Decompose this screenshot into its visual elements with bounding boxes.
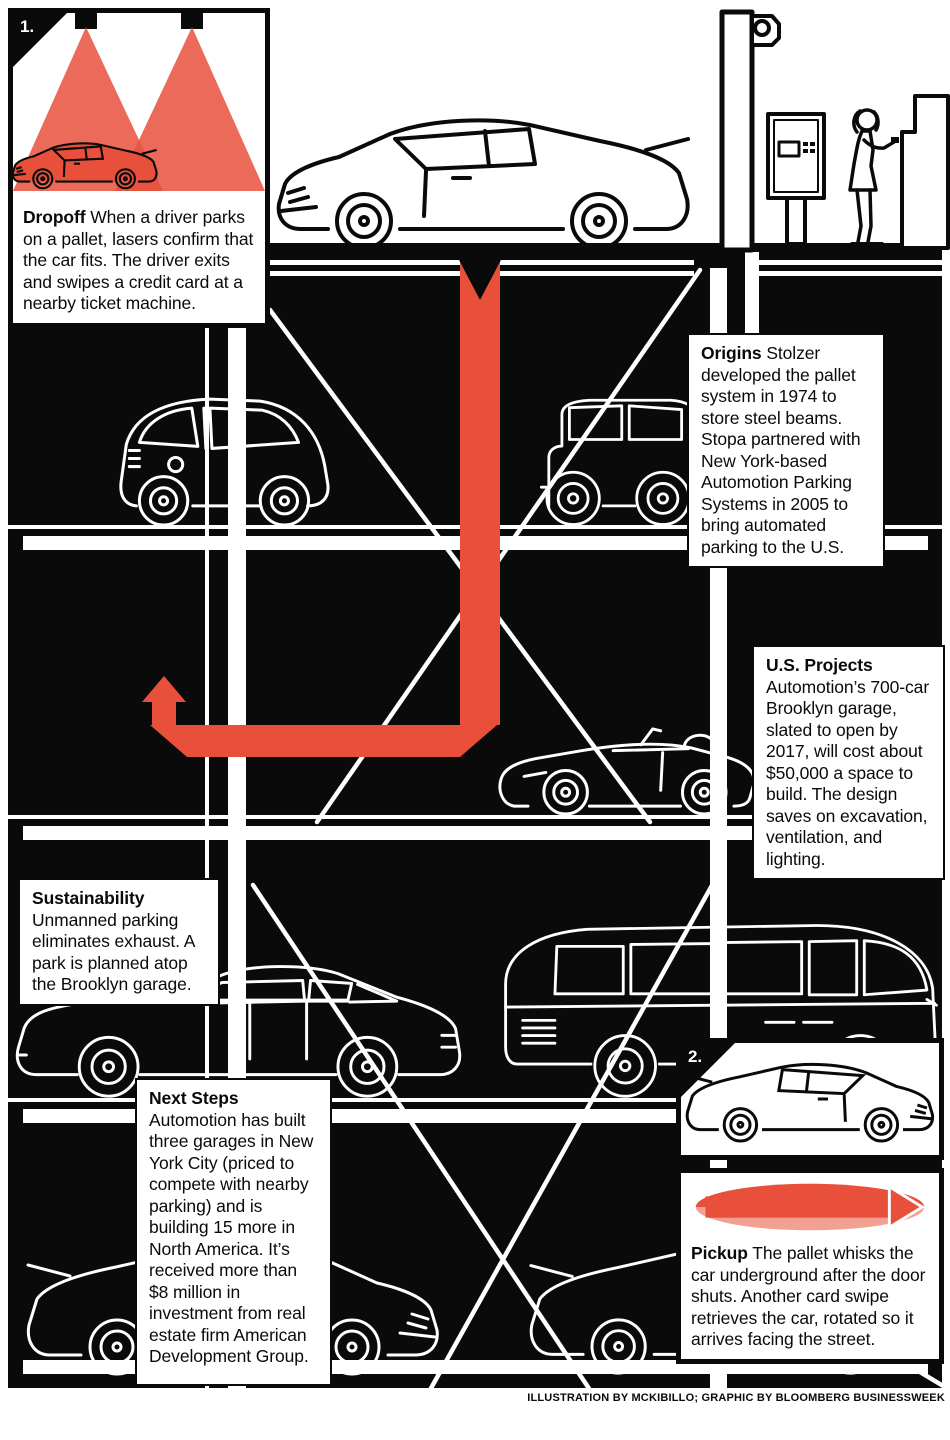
laser-scan-graphic (13, 13, 265, 191)
laser-pole (719, 9, 781, 253)
callout-body: Stolzer developed the pallet system in 1… (701, 343, 861, 557)
callout-next-steps: Next Steps Automotion has built three ga… (135, 1078, 332, 1386)
street-scene (719, 9, 950, 253)
callout-us-projects: U.S. Projects Automotion’s 700-car Brook… (752, 645, 945, 880)
driver-figure (848, 108, 899, 246)
callout-text: Dropoff When a driver parks on a pallet,… (23, 207, 257, 315)
callout-sustainability: Sustainability Unmanned parking eliminat… (18, 878, 220, 1006)
dropoff-illustration: 1. (13, 13, 265, 201)
callout-body: Automotion’s 700-car Brooklyn garage, sl… (766, 676, 930, 869)
callout-text: Origins Stolzer developed the pallet sys… (701, 343, 873, 558)
callout-origins: Origins Stolzer developed the pallet sys… (687, 333, 885, 568)
step-label: 2. (688, 1047, 702, 1066)
callout-text: Pickup The pallet whisks the car undergr… (691, 1243, 931, 1351)
callout-body: The pallet whisks the car underground af… (691, 1243, 926, 1349)
pallet-path-arrow (142, 258, 502, 757)
callout-dropoff: 1. Dropoff When a driver parks on a pall… (8, 8, 270, 328)
callout-pickup: Pickup The pallet whisks the car undergr… (676, 1168, 944, 1364)
callout-title: Sustainability (32, 888, 145, 908)
rotation-arrow (695, 1183, 926, 1231)
callout-body: Automotion has built three garages in Ne… (149, 1109, 314, 1367)
step-corner (13, 13, 67, 67)
callout-body: When a driver parks on a pallet, lasers … (23, 207, 254, 313)
callout-title: Pickup (691, 1243, 748, 1263)
entry-wall (900, 94, 950, 250)
callout-title: Dropoff (23, 207, 86, 227)
callout-text: Sustainability Unmanned parking eliminat… (32, 888, 208, 996)
callout-pickup-car: 2. (676, 1038, 944, 1160)
credit-line: ILLUSTRATION BY MCKIBILLO; GRAPHIC BY BL… (527, 1392, 945, 1404)
pallet-up-arrow (142, 676, 186, 725)
step-label: 1. (20, 17, 34, 36)
street-level-car (276, 118, 690, 250)
callout-title: Next Steps (149, 1088, 239, 1108)
callout-text: U.S. Projects Automotion’s 700-car Brook… (766, 655, 933, 870)
step-corner (681, 1043, 735, 1097)
callout-text: Next Steps Automotion has built three ga… (149, 1088, 320, 1368)
callout-title: U.S. Projects (766, 655, 873, 675)
callout-body: Unmanned parking eliminates exhaust. A p… (32, 909, 195, 995)
callout-title: Origins (701, 343, 762, 363)
ticket-machine (766, 112, 826, 246)
laser-sensor-icon (75, 13, 97, 29)
laser-sensor-icon (181, 13, 203, 29)
pickup-illustration: 2. (681, 1043, 939, 1155)
